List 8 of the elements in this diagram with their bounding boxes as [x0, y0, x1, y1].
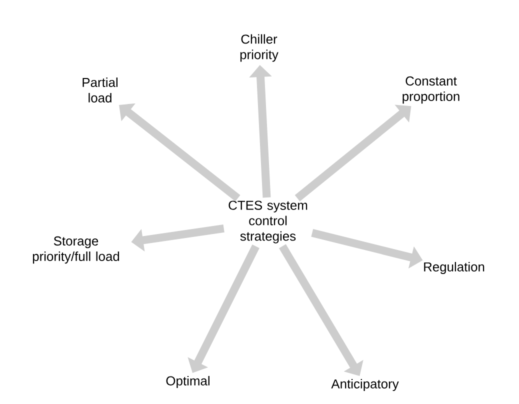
strategy-label: CTES system control strategies: [228, 200, 308, 244]
strategy-label: Partial load: [82, 78, 118, 102]
strategy-label: Anticipatory: [331, 378, 399, 392]
strategy-label: Chiller priority: [240, 34, 278, 62]
strategy-label: Storage priority/full load: [32, 236, 120, 264]
strategy-label: Regulation: [424, 262, 484, 274]
strategy-label: Constant proportion: [402, 76, 460, 104]
strategy-label: Optimal: [166, 376, 210, 388]
